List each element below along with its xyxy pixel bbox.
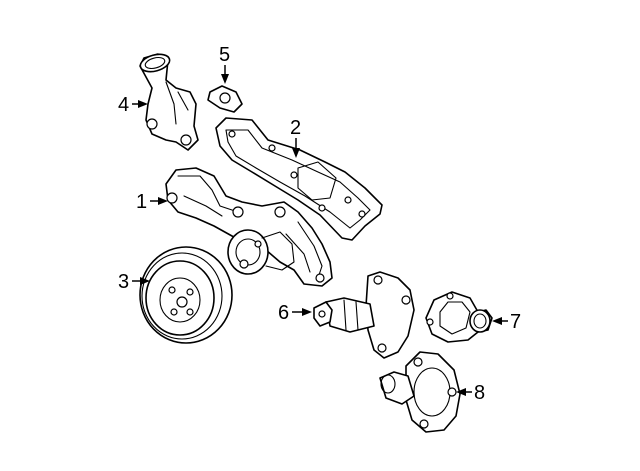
- callout-7: 7: [492, 311, 521, 333]
- part-3-pulley: [139, 246, 233, 344]
- callout-label-6: 6: [278, 302, 289, 324]
- callout-3: 3: [118, 271, 150, 293]
- part-6-thermostat-housing: [313, 271, 415, 359]
- callout-label-7: 7: [510, 311, 521, 333]
- callout-label-4: 4: [118, 94, 129, 116]
- callout-2: 2: [290, 117, 301, 158]
- callout-8: 8: [456, 382, 485, 404]
- part-7-thermostat-cover: [425, 291, 493, 343]
- part-5-small-gasket: [207, 85, 243, 113]
- callout-label-8: 8: [474, 382, 485, 404]
- callout-label-2: 2: [290, 117, 301, 139]
- part-1-water-pump: [165, 167, 333, 287]
- part-2-pump-gasket: [215, 117, 383, 241]
- part-4-water-outlet: [139, 53, 199, 151]
- callout-1: 1: [136, 191, 168, 213]
- callout-6: 6: [278, 302, 312, 324]
- callout-label-1: 1: [136, 191, 147, 213]
- part-8-housing-flange: [379, 351, 461, 433]
- callout-5: 5: [219, 44, 230, 84]
- callout-label-3: 3: [118, 271, 129, 293]
- callout-label-5: 5: [219, 44, 230, 66]
- callout-4: 4: [118, 94, 148, 116]
